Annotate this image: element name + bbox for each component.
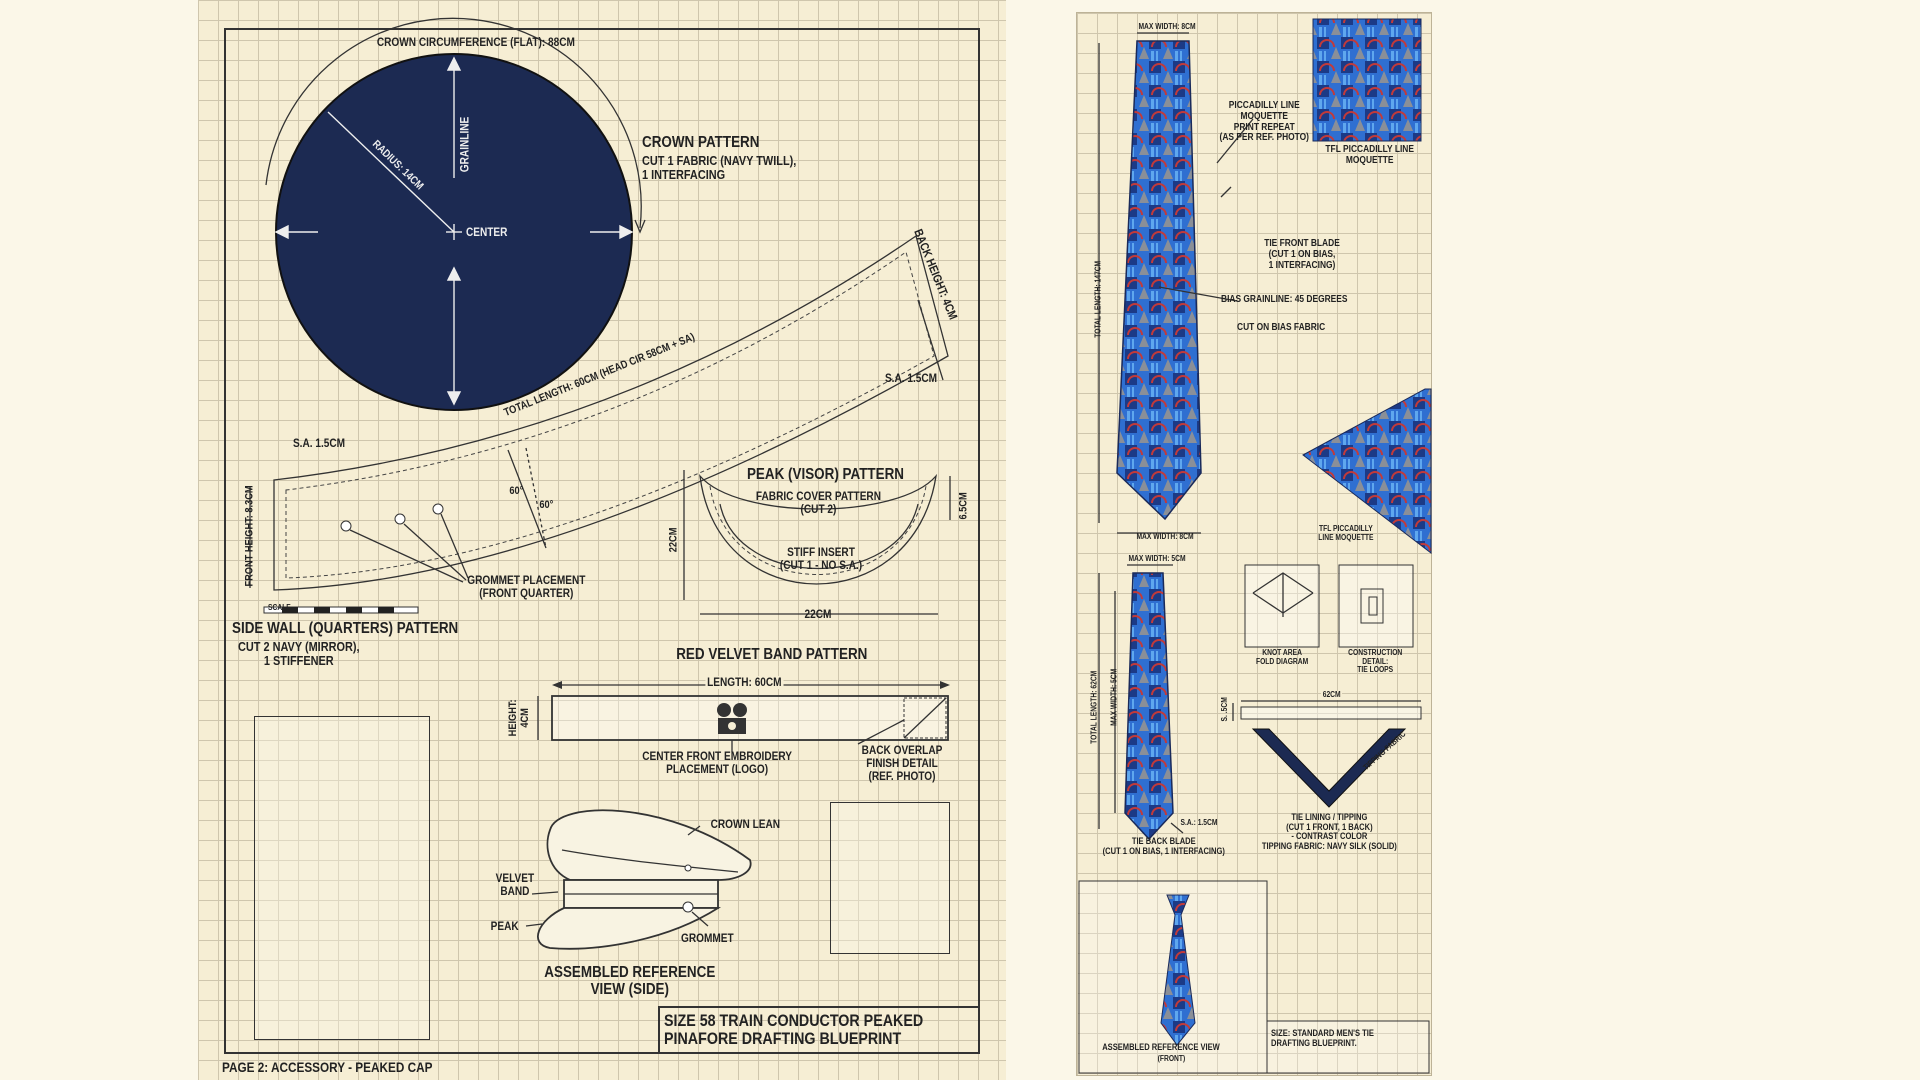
- title-block: [658, 1006, 980, 1054]
- angle-b-label: 60°: [539, 499, 554, 511]
- tie-back-blade: [1124, 572, 1174, 841]
- peak-pattern-title: PEAK (VISOR) PATTERN: [746, 466, 905, 483]
- crown-pattern-cut: CUT 1 FABRIC (NAVY TWILL), 1 INTERFACING: [642, 153, 797, 183]
- assembled-cap-title: ASSEMBLED REFERENCE VIEW (SIDE): [544, 964, 716, 999]
- angle-a-label: 60°: [509, 485, 524, 497]
- moquette-swatch: [1312, 18, 1422, 142]
- moquette-swatch-label: TFL PICCADILLY LINE MOQUETTE: [1325, 144, 1414, 166]
- assembled-cap-drawing: [525, 809, 752, 950]
- velvet-band-title: RED VELVET BAND PATTERN: [676, 646, 868, 663]
- sa-left-label: S.A. 1.5CM: [292, 436, 346, 450]
- back-overlap-photo-frame: [830, 802, 950, 954]
- cap-sheet-frame: [224, 28, 980, 1054]
- back-blade-label: TIE BACK BLADE (CUT 1 ON BIAS, 1 INTERFA…: [1102, 836, 1225, 856]
- tie-front-blade: [1116, 40, 1202, 521]
- back-sa-label: S.A.: 1.5CM: [1180, 818, 1218, 827]
- tie-drawing: [1078, 18, 1432, 1074]
- crown-lean-label: CROWN LEAN: [710, 817, 781, 831]
- lining-label: TIE LINING / TIPPING (CUT 1 FRONT, 1 BAC…: [1261, 812, 1397, 852]
- knot-area-label: KNOT AREA FOLD DIAGRAM: [1255, 648, 1309, 666]
- tie-blueprint-sheet: MAX WIDTH: 8CM TOTAL LENGTH: 147CM MAX W…: [1076, 12, 1432, 1076]
- tie-size-label: SIZE: STANDARD MEN'S TIE DRAFTING BLUEPR…: [1271, 1028, 1374, 1048]
- back-overlap-label: BACK OVERLAP FINISH DETAIL (REF. PHOTO): [861, 743, 943, 783]
- corner-swatch-label: TFL PICCADILLY LINE MOQUETTE: [1318, 524, 1374, 542]
- tie-max-width-bottom: MAX WIDTH: 8CM: [1136, 532, 1194, 541]
- peak-insert-label: STIFF INSERT (CUT 1 - no S.A.): [779, 545, 863, 572]
- scale-label: SCALE: [268, 603, 291, 612]
- grommet-callout: GROMMET: [681, 931, 734, 945]
- side-wall-drawing: [249, 234, 949, 614]
- tie-total-length: TOTAL LENGTH: 147CM: [1093, 260, 1103, 338]
- page-label: PAGE 2: ACCESSORY - PEAKED CAP: [222, 1059, 433, 1075]
- side-wall-title: SIDE WALL (QUARTERS) PATTERN: [232, 620, 459, 637]
- crown-circumference-label: CROWN CIRCUMFERENCE (FLAT): 88CM: [376, 35, 575, 49]
- back-max-width-side-label: MAX WIDTH: 5CM: [1109, 668, 1119, 726]
- grommet-placement-label: GROMMET PLACEMENT (FRONT QUARTER): [467, 573, 586, 600]
- assembled-tie: [1160, 894, 1196, 1046]
- lining-width-label: 62cm: [1321, 690, 1343, 700]
- peak-callout: PEAK: [490, 919, 519, 933]
- embroidery-logo-icon: [717, 703, 747, 734]
- peak-pattern-drawing: [683, 470, 951, 615]
- crown-pattern-title: CROWN PATTERN: [642, 134, 760, 151]
- moquette-note: PICCADILLY LINE MOQUETTE PRINT REPEAT (A…: [1219, 100, 1309, 144]
- cap-blueprint-sheet: CROWN CIRCUMFERENCE (FLAT): 88CM GRAINLI…: [198, 0, 1006, 1080]
- peak-cover-label: FABRIC COVER PATTERN (CUT 2): [755, 489, 881, 516]
- construction-label: CONSTRUCTION DETAIL: TIE LOOPS: [1348, 648, 1403, 675]
- band-length-label: LENGTH: 60CM: [705, 675, 784, 689]
- tie-assembled-label: ASSEMBLED REFERENCE VIEW: [1102, 1042, 1220, 1052]
- lining-sa-label: S. .5cm: [1220, 697, 1230, 722]
- tie-max-width-top: MAX WIDTH: 8CM: [1138, 22, 1196, 31]
- sa-right-label: S.A. 1.5CM: [884, 371, 938, 385]
- scale-bar: [263, 606, 419, 614]
- back-max-width-label: MAX WIDTH: 5CM: [1128, 554, 1186, 563]
- velvet-band-callout: VELVET BAND: [495, 871, 535, 898]
- velvet-band-drawing: [537, 681, 950, 752]
- crown-pattern-drawing: [265, 17, 646, 411]
- embroidery-placement-label: CENTER FRONT EMBROIDERY PLACEMENT (LOGO): [642, 749, 792, 776]
- side-wall-cut: CUT 2 NAVY (MIRROR), 1 STIFFENER: [238, 639, 360, 669]
- corner-swatch: [1302, 388, 1432, 555]
- title-block-text: SIZE 58 TRAIN CONDUCTOR PEAKED PINAFORE …: [664, 1011, 924, 1049]
- bias-grainline-label: BIAS GRAINLINE: 45 DEGREES: [1221, 294, 1348, 305]
- back-total-length-label: TOTAL LENGTH: 62CM: [1089, 670, 1099, 744]
- peak-width-label: 22cm: [804, 607, 832, 621]
- tie-assembled-sub: (FRONT): [1157, 1054, 1186, 1063]
- cut-on-bias-label: CUT ON BIAS FABRIC: [1237, 322, 1326, 333]
- side-wall-photo-frame: [254, 716, 430, 1040]
- front-blade-label: TIE FRONT BLADE (CUT 1 ON BIAS, 1 INTERF…: [1264, 238, 1340, 271]
- crown-center-label: CENTER: [465, 225, 508, 239]
